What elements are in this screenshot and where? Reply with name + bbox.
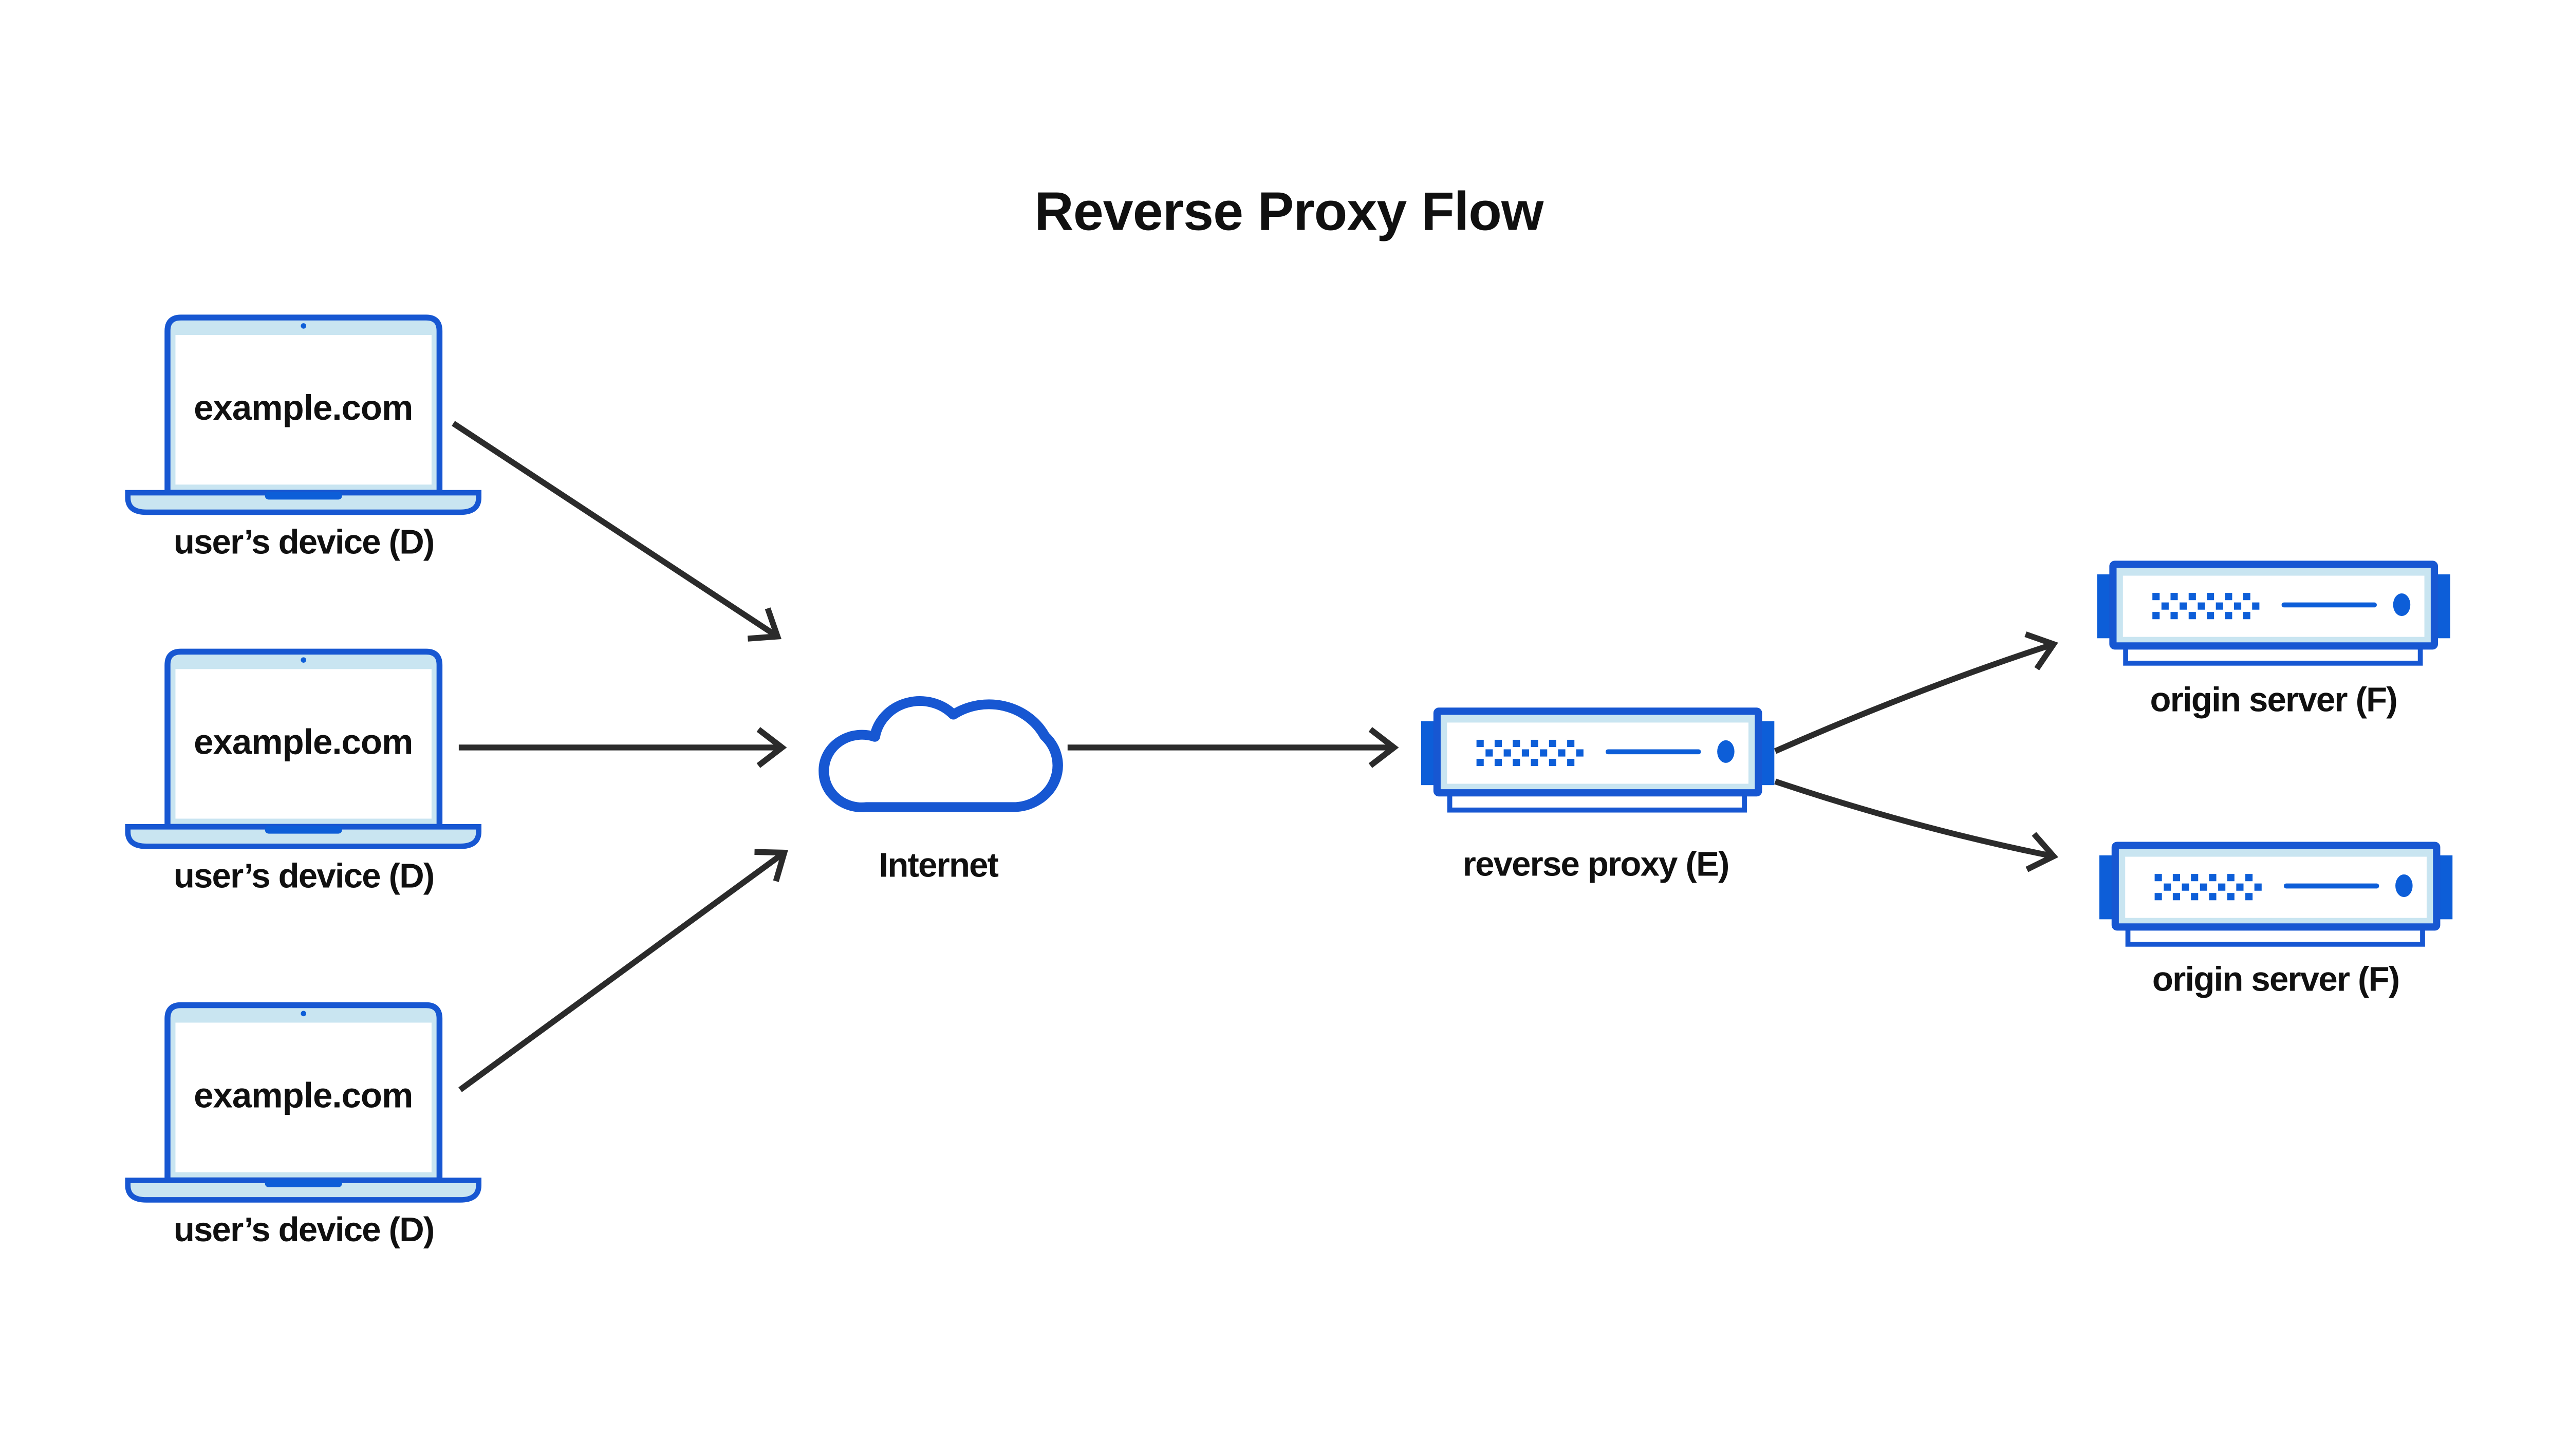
device-screen-url: example.com: [194, 1075, 413, 1115]
origin-server-label: origin server (F): [2150, 680, 2397, 719]
user-device-3: example.com user’s device (D): [128, 1005, 479, 1249]
arrow-proxy-to-origin1: [1774, 627, 2059, 754]
arrow-proxy-to-origin2: [1774, 778, 2057, 874]
user-device-2: example.com user’s device (D): [128, 651, 479, 895]
device-label: user’s device (D): [174, 522, 434, 561]
device-screen-url: example.com: [194, 722, 413, 761]
arrow-device3-to-internet: [458, 838, 795, 1092]
device-label: user’s device (D): [174, 1210, 434, 1249]
arrow-device1-to-internet: [452, 421, 787, 651]
reverse-proxy-label: reverse proxy (E): [1463, 845, 1729, 884]
device-label: user’s device (D): [174, 857, 434, 895]
internet-label: Internet: [879, 846, 998, 884]
server-icon: [1421, 711, 1774, 810]
device-screen-url: example.com: [194, 388, 413, 427]
origin-server-2: origin server (F): [2099, 846, 2452, 999]
internet-node: Internet: [818, 696, 1063, 884]
user-device-1: example.com user’s device (D): [128, 318, 479, 561]
arrow-internet-to-proxy: [1067, 730, 1394, 766]
cloud-icon: [818, 696, 1063, 812]
page-title: Reverse Proxy Flow: [1034, 181, 1544, 241]
origin-server-label: origin server (F): [2152, 960, 2399, 999]
origin-server-1: origin server (F): [2097, 564, 2450, 719]
server-icon: [2097, 564, 2450, 663]
reverse-proxy-node: reverse proxy (E): [1421, 711, 1774, 884]
arrow-device2-to-internet: [458, 730, 782, 766]
server-icon: [2099, 846, 2452, 944]
